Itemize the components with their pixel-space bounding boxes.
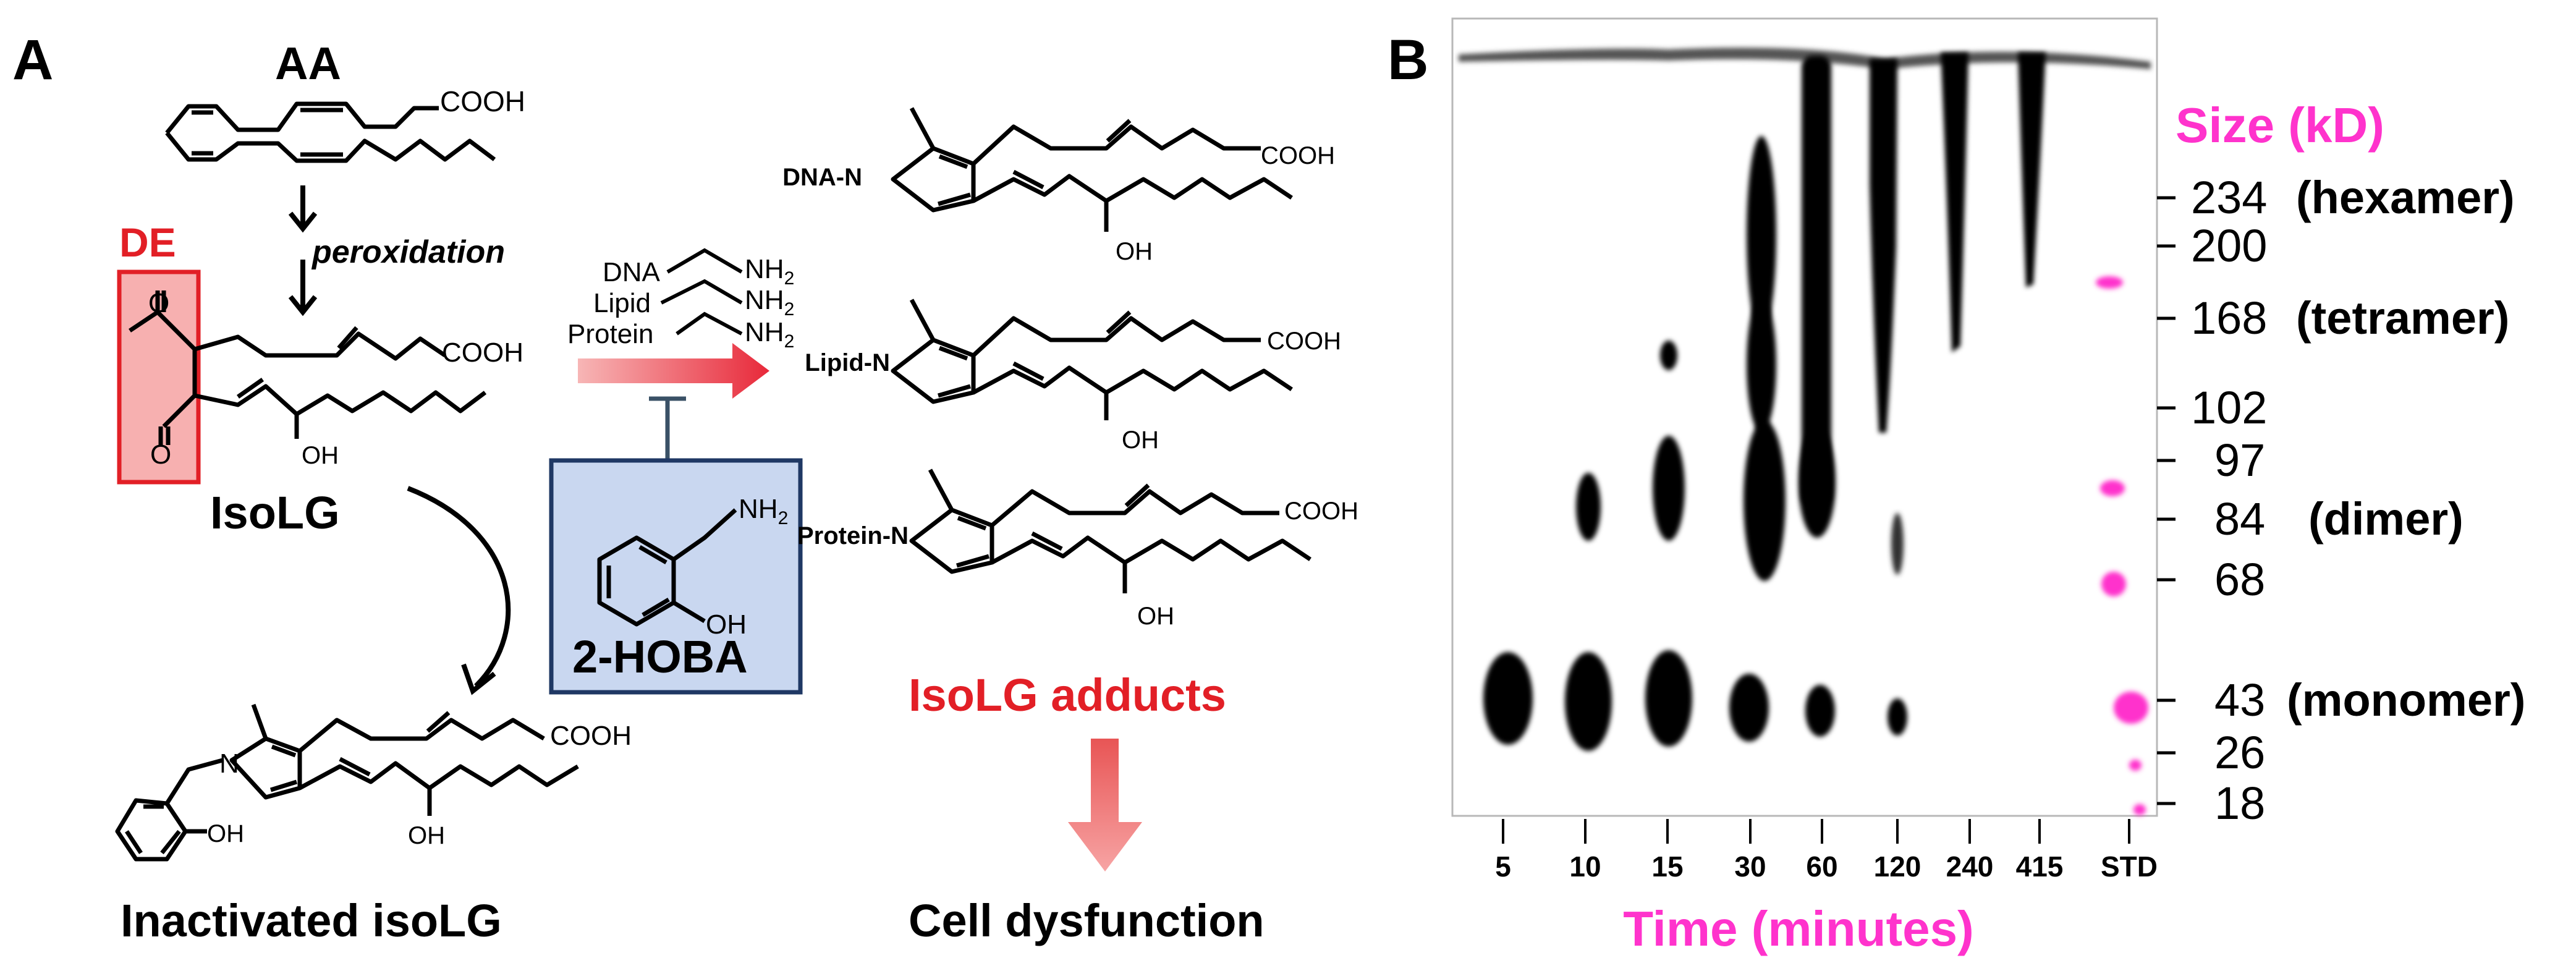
adduct-lipid-prefix: Lipid-N <box>805 349 890 376</box>
aa-structure <box>165 101 496 163</box>
lane-label: 10 <box>1569 850 1601 883</box>
size-ladder: 234 200 168 102 97 84 68 43 26 18 (hexam… <box>2157 172 2525 829</box>
x-axis-label: Time (minutes) <box>1623 901 1974 956</box>
hoba-oh: OH <box>706 609 747 640</box>
nh2-1: NH2 <box>745 254 794 289</box>
inactivated-label: Inactivated isoLG <box>121 895 502 946</box>
adducts-label: IsoLG adducts <box>909 669 1226 721</box>
lane-label: 120 <box>1874 850 1921 883</box>
adduct-lipid: Lipid-N COOH OH <box>805 299 1341 454</box>
size-kd: 43 <box>2214 674 2265 726</box>
inactivated-cooh: COOH <box>550 721 632 751</box>
inactivation-arrowhead <box>461 663 496 695</box>
size-kd: 234 <box>2191 172 2267 223</box>
size-kd: 200 <box>2191 220 2267 271</box>
lane-label: STD <box>2101 850 2158 883</box>
lane-labels: 5 10 15 30 60 120 240 415 STD <box>1495 850 2158 883</box>
reagent-dna: DNA <box>603 257 661 287</box>
hoba-box <box>549 458 803 695</box>
adduct-protein-cooh: COOH <box>1284 498 1358 525</box>
inhibition-bar <box>649 396 686 460</box>
adduct-protein-prefix: Protein-N <box>797 522 909 549</box>
de-label: DE <box>119 219 176 265</box>
isolg-label: IsoLG <box>210 487 340 538</box>
hoba-label: 2-HOBA <box>572 631 748 682</box>
red-reaction-arrow <box>578 343 769 399</box>
reagent-lipid: Lipid <box>593 288 651 318</box>
adduct-dna-cooh: COOH <box>1261 142 1335 169</box>
isolg-oh: OH <box>302 442 339 469</box>
isolg-cooh: COOH <box>442 337 523 368</box>
size-note-dimer: (dimer) <box>2308 493 2464 545</box>
lane-label: 5 <box>1495 850 1511 883</box>
lane-label: 30 <box>1734 850 1766 883</box>
size-note-tetramer: (tetramer) <box>2296 292 2509 344</box>
adduct-dna: DNA-N COOH OH <box>782 107 1335 265</box>
adduct-protein-oh: OH <box>1137 603 1174 630</box>
reagent-protein: Protein <box>567 319 653 349</box>
panel-b-label: B <box>1388 28 1428 91</box>
size-note-hexamer: (hexamer) <box>2296 172 2515 223</box>
adduct-dna-prefix: DNA-N <box>782 164 862 191</box>
aa-cooh: COOH <box>440 85 525 117</box>
inactivation-curve-arrow <box>407 486 511 688</box>
hoba-structure <box>597 508 737 627</box>
peroxidation-arrows <box>288 185 318 316</box>
size-note-monomer: (monomer) <box>2287 674 2525 726</box>
inactivated-oh-chain: OH <box>408 822 445 849</box>
dysfunction-arrow <box>1068 739 1142 871</box>
inactivated-oh-phenol: OH <box>207 820 244 847</box>
size-kd: 102 <box>2191 382 2267 433</box>
gel-bands <box>1459 48 2151 815</box>
hoba-nh2: NH2 <box>739 494 788 528</box>
nh2-3: NH2 <box>745 317 794 352</box>
size-kd: 68 <box>2214 554 2265 605</box>
lane-label: 60 <box>1806 850 1837 883</box>
size-kd: 18 <box>2214 778 2265 829</box>
panel-a-label: A <box>12 28 53 91</box>
adduct-lipid-cooh: COOH <box>1267 328 1341 355</box>
reagents: DNA Lipid Protein NH2 NH2 NH2 <box>567 248 794 352</box>
lane-label: 15 <box>1651 850 1683 883</box>
peroxidation-label: peroxidation <box>311 234 505 270</box>
aa-label: AA <box>275 38 341 89</box>
inactivated-isolg-structure: N COOH OH OH <box>115 703 632 862</box>
adduct-lipid-oh: OH <box>1122 426 1159 454</box>
adduct-protein: Protein-N COOH OH <box>797 469 1358 630</box>
size-kd: 97 <box>2214 435 2265 486</box>
size-kd: 168 <box>2191 292 2267 344</box>
dysfunction-label: Cell dysfunction <box>909 895 1265 946</box>
size-header: Size (kD) <box>2176 98 2384 153</box>
lane-ticks <box>1502 819 2130 844</box>
isolg-o-bottom: O <box>150 439 171 470</box>
size-kd: 84 <box>2214 493 2265 545</box>
lane-label: 415 <box>2016 850 2064 883</box>
nh2-2: NH2 <box>745 285 794 320</box>
lane-label: 240 <box>1946 850 1994 883</box>
isolg-o-top: O <box>148 288 169 318</box>
isolg-structure <box>129 290 487 445</box>
size-kd: 26 <box>2214 727 2265 778</box>
inactivated-n: N <box>219 748 239 779</box>
adduct-dna-oh: OH <box>1116 238 1153 265</box>
